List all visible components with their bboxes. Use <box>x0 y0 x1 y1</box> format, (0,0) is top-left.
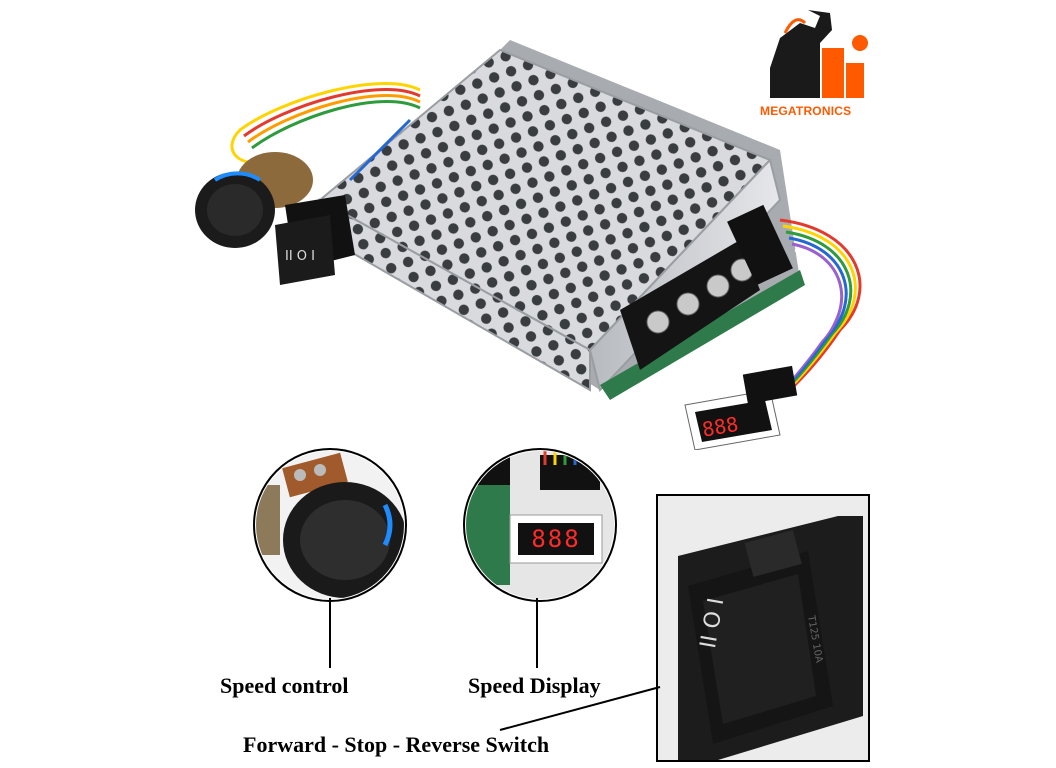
display-module-main: 888 <box>684 389 781 450</box>
speed-display-pointer <box>536 598 538 668</box>
main-product-photo: 888 II O I <box>180 30 880 450</box>
terminal-block <box>620 240 760 370</box>
speed-control-detail <box>230 445 430 605</box>
rocker-switch-main: II O I <box>275 195 355 285</box>
display-digits: 888 <box>531 525 581 553</box>
switch-closeup: T125 10A II O I <box>656 494 870 762</box>
speed-control-label: Speed control <box>220 673 349 698</box>
speed-display-detail: 888 <box>440 445 640 605</box>
speed-display-label: Speed Display <box>468 673 601 698</box>
speed-knob-main <box>195 152 313 248</box>
svg-text:II O I: II O I <box>285 249 315 264</box>
switch-label: Forward - Stop - Reverse Switch <box>243 732 550 757</box>
brand-name: MEGATRONICS <box>760 104 852 118</box>
megatronics-logo: MEGATRONICS <box>760 8 880 120</box>
speed-control-pointer <box>329 598 331 668</box>
switch-pointer <box>499 686 661 731</box>
